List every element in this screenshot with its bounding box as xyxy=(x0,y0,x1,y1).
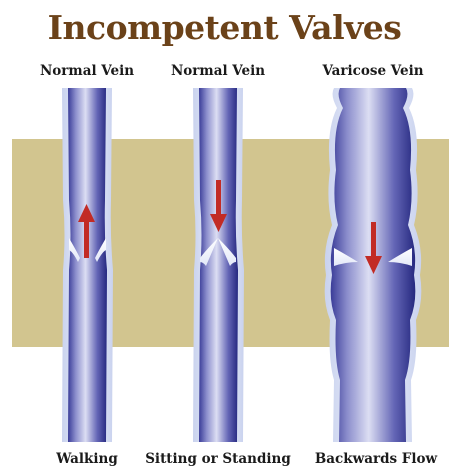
panel-1-bottom-label: Walking xyxy=(56,451,118,467)
panel-2-bottom-label: Sitting or Standing xyxy=(145,451,291,467)
panel-1-top-label: Normal Vein xyxy=(40,63,134,79)
panel-3-bottom-label: Backwards Flow xyxy=(315,451,437,467)
vein-varicose xyxy=(325,88,422,442)
panel-2-top-label: Normal Vein xyxy=(171,63,265,79)
vein-sitting-standing xyxy=(193,88,244,442)
panel-3-top-label: Varicose Vein xyxy=(322,63,423,79)
vein-walking xyxy=(62,88,113,442)
